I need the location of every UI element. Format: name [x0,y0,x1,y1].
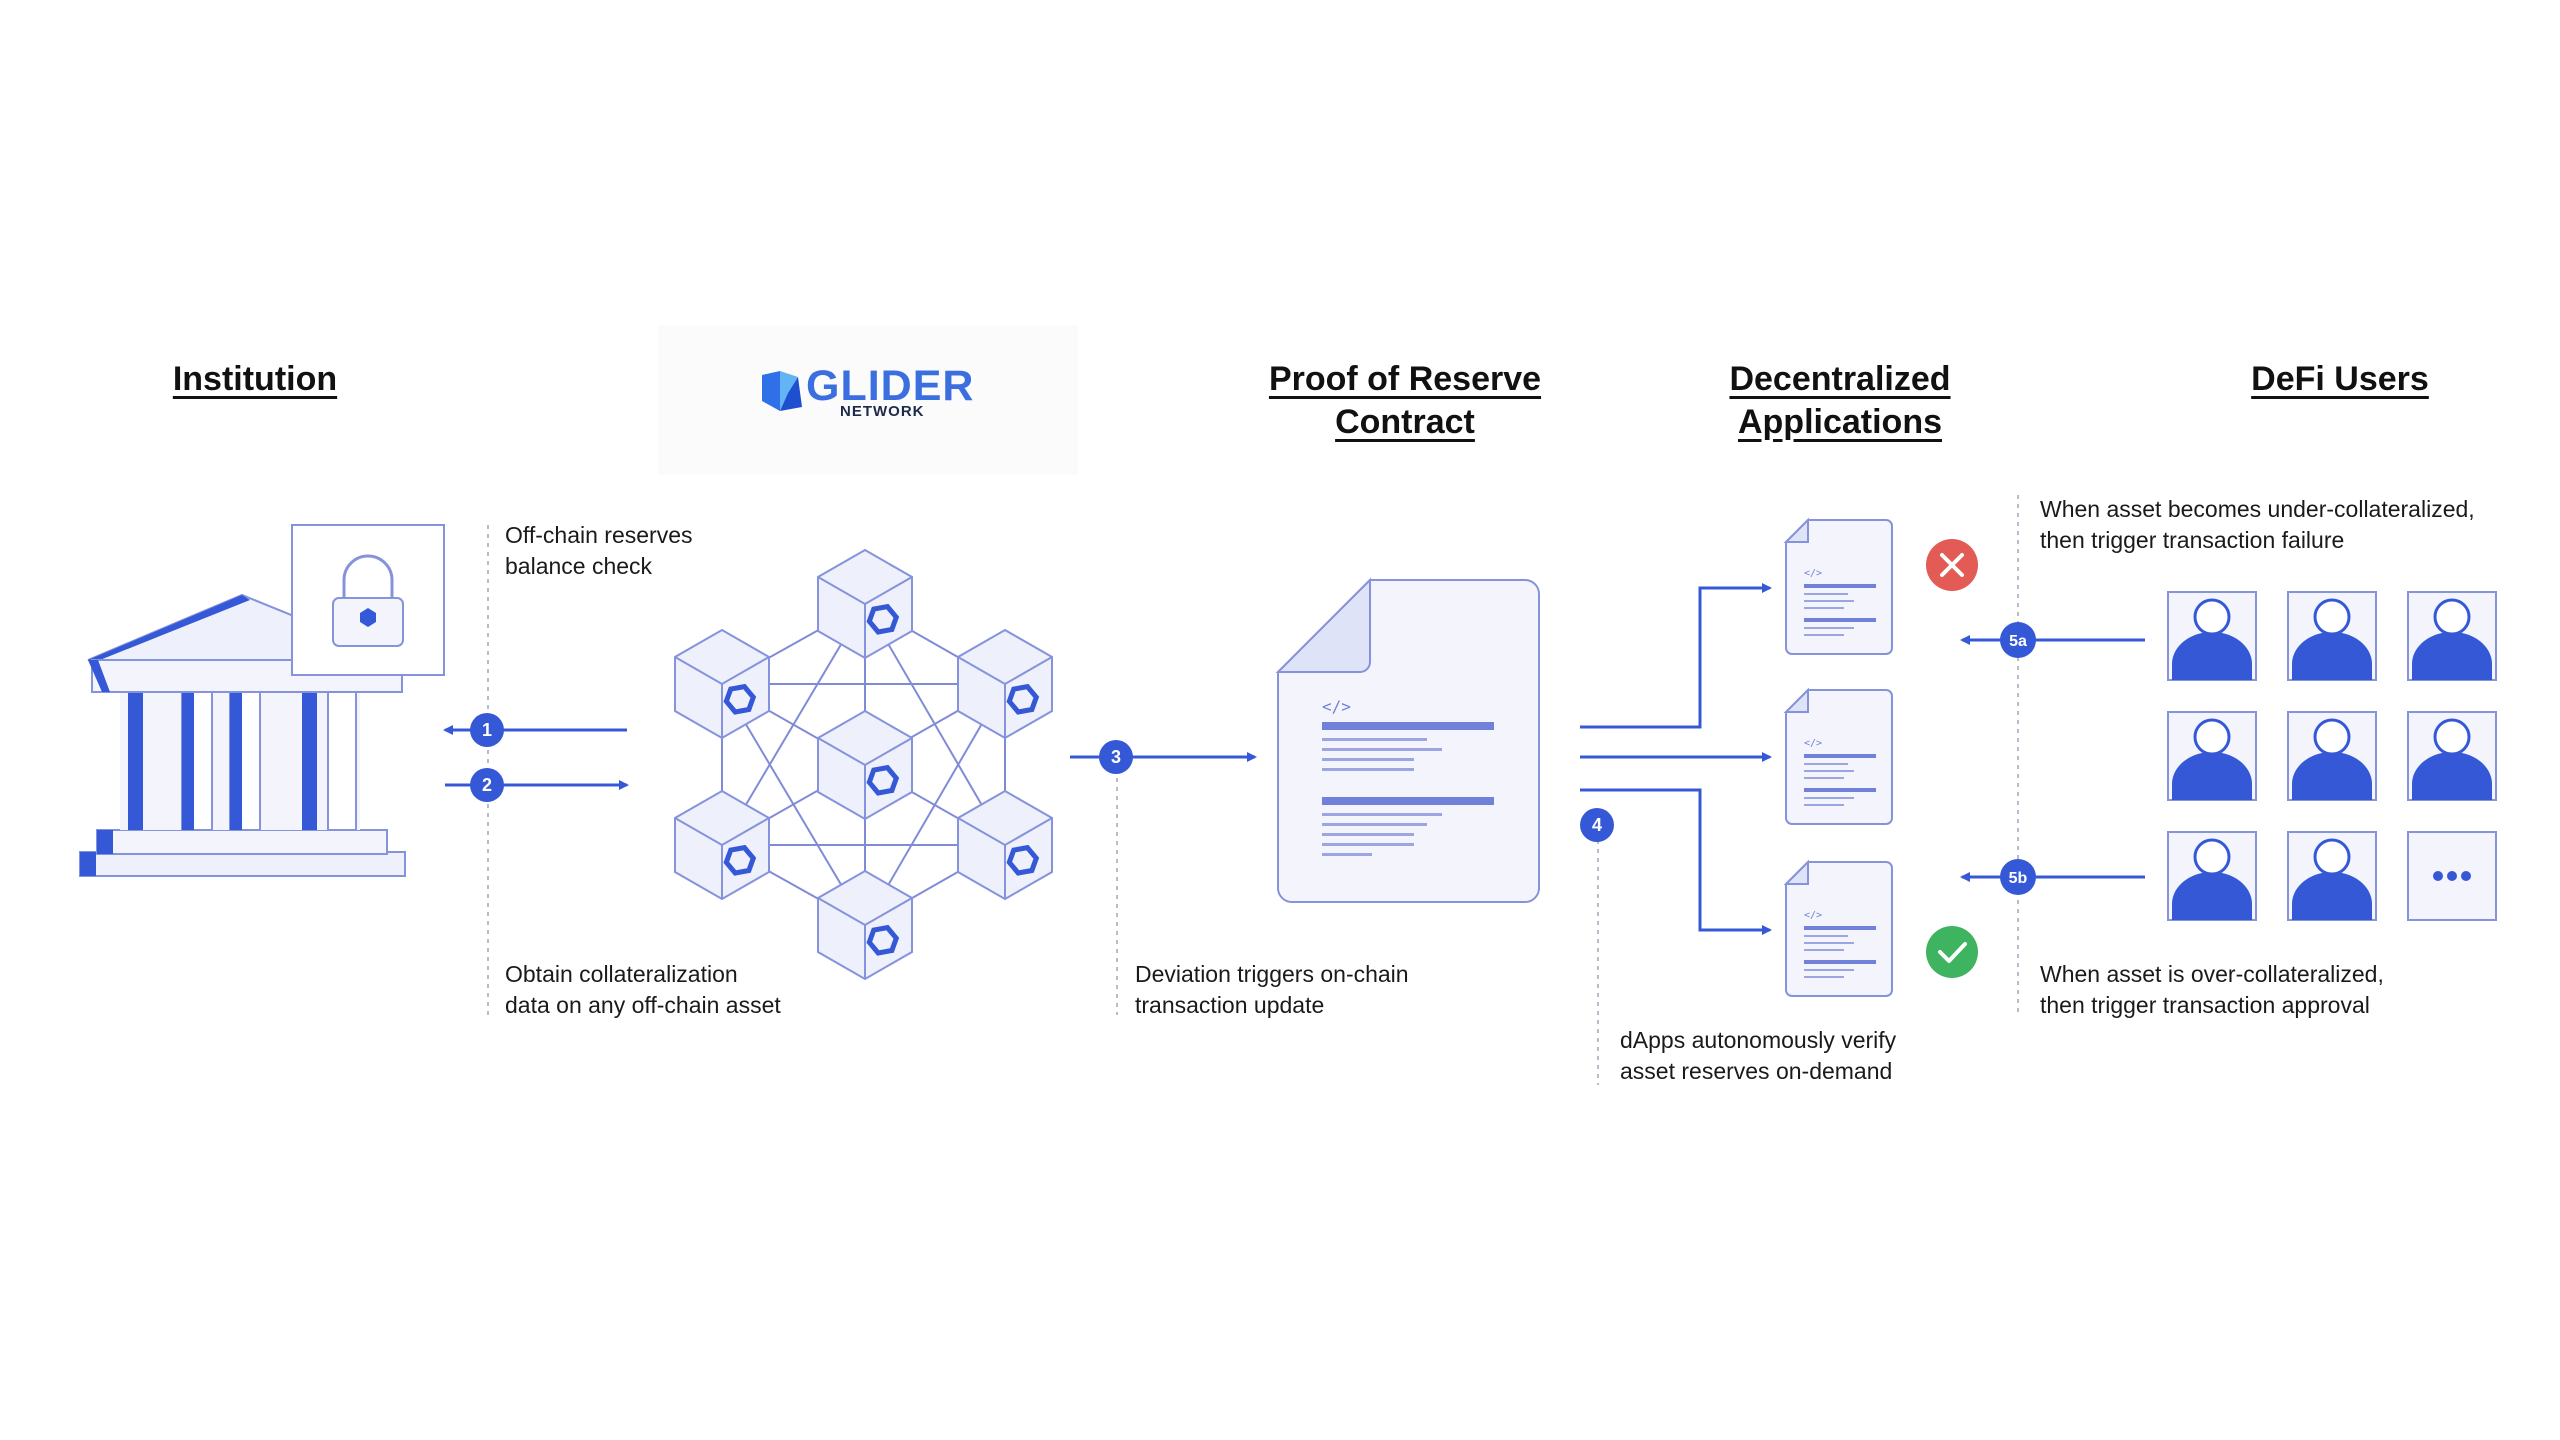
dapp-document-icon [1785,519,1893,655]
caption-under-collateral: When asset becomes under-collateralized,… [2040,496,2475,553]
step-badge-2: 2 [470,768,504,802]
dapp-document-icon [1785,861,1893,997]
network-node-upper-right-icon [958,630,1052,738]
logo-subtitle: NETWORK [840,403,925,420]
network-node-upper-left-icon [675,630,769,738]
network-node-bottom-icon [818,871,912,979]
heading-institution: Institution [172,360,338,398]
heading-proof-of-reserve-contract: Proof of Reserve Contract [1268,360,1542,441]
logo-wordmark: GLIDER [806,362,975,410]
svg-text:5a: 5a [2009,633,2027,650]
network-node-lower-right-icon [958,791,1052,899]
check-circle-icon [1926,926,1978,978]
contract-document-icon: </> [1275,577,1540,903]
svg-text:3: 3 [1111,747,1121,767]
x-circle-icon [1926,539,1978,591]
glider-logo-mark-icon [762,371,802,411]
user-avatar-icon [2286,830,2378,922]
glider-network-logo: GLIDER NETWORK [658,325,1078,475]
institution-building-icon [79,524,445,877]
svg-text:2: 2 [482,775,492,795]
network-node-center-icon [818,711,912,819]
user-avatar-icon [2286,590,2378,682]
svg-text:5b: 5b [2009,870,2028,887]
step-badge-3: 3 [1099,740,1133,774]
network-node-top-icon [818,550,912,658]
heading-defi-users: DeFi Users [2251,360,2429,398]
user-avatar-icon [2166,710,2258,802]
step-badge-1: 1 [470,713,504,747]
user-avatar-icon [2406,710,2498,802]
svg-text:1: 1 [482,720,492,740]
network-node-lower-left-icon [675,791,769,899]
code-tag: </> [1322,697,1351,716]
step-badge-5a: 5a [2000,622,2036,658]
step-badge-5b: 5b [2000,859,2036,895]
step-badge-4: 4 [1580,808,1614,842]
heading-decentralized-applications: Decentralized Applications [1729,360,1951,441]
user-avatar-icon [2166,590,2258,682]
user-avatar-icon [2166,830,2258,922]
user-avatar-icon [2406,590,2498,682]
svg-text:4: 4 [1592,815,1602,835]
user-avatar-icon [2286,710,2378,802]
caption-over-collateral: When asset is over-collateralized,then t… [2040,961,2384,1018]
ellipsis-icon [2407,831,2497,921]
dapp-document-icon [1785,689,1893,825]
